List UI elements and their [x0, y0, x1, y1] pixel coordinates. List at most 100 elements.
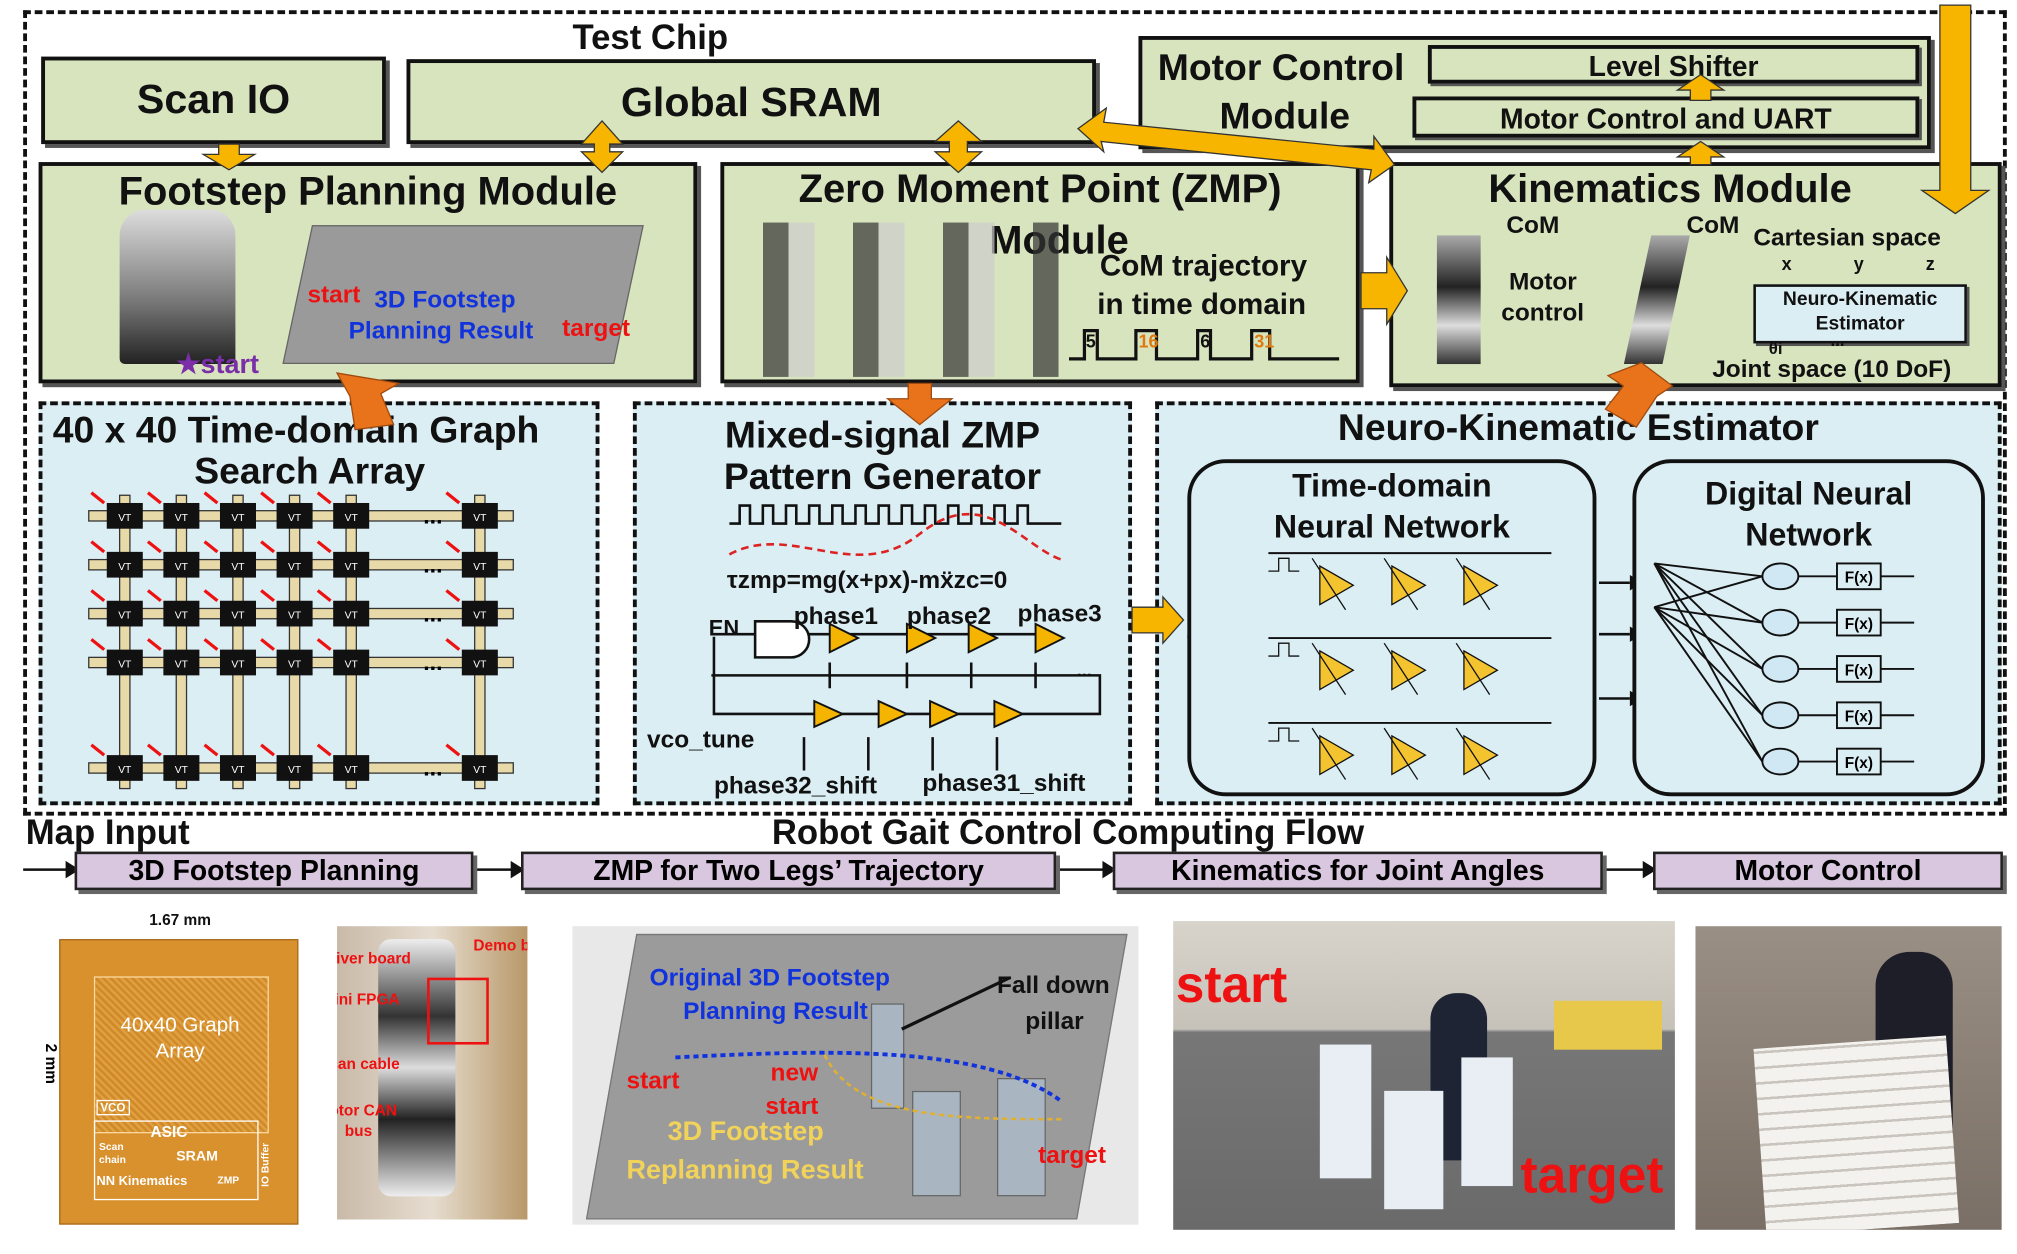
- arrow-bidir: [933, 120, 984, 174]
- level-shifter-label: Level Shifter: [1588, 50, 1759, 83]
- original-plan-label: Original 3D Footstep: [649, 964, 891, 992]
- room-start-label: start: [1175, 957, 1288, 1014]
- motor-control-module: Motor Control Module Level Shifter Motor…: [1138, 36, 1931, 150]
- fx-label: F(x): [1845, 755, 1873, 772]
- phase2-label: phase2: [906, 603, 992, 631]
- red-arrow: [203, 589, 219, 603]
- arrow-down: [200, 143, 258, 171]
- cell-label: VT: [175, 660, 189, 671]
- original-plan-label2: Planning Result: [683, 998, 868, 1026]
- arrow-right: [1360, 255, 1409, 327]
- asic-region: [93, 1120, 259, 1201]
- target-label: target: [562, 315, 631, 343]
- vco-label: VCO: [96, 1099, 130, 1116]
- red-arrow: [203, 743, 219, 757]
- graph-search-array-panel: 40 x 40 Time-domain Graph Search Array V…: [38, 401, 600, 806]
- sram-label: SRAM: [176, 1148, 218, 1165]
- grid-cell: [333, 551, 370, 578]
- array-label: 40x40 Graph: [120, 1014, 240, 1037]
- red-arrow: [445, 589, 461, 603]
- cell-label: VT: [473, 513, 487, 524]
- flow-step-kinematics: Kinematics for Joint Angles: [1112, 851, 1603, 891]
- global-sram-box: Global SRAM: [406, 59, 1097, 145]
- footstep-planning-module: Footstep Planning Module start 3D Footst…: [38, 162, 698, 384]
- pulse-label: 5: [1085, 330, 1096, 352]
- cell-label: VT: [231, 611, 245, 622]
- grid-cell: [333, 649, 370, 676]
- cell-label: VT: [345, 765, 359, 776]
- cell-label: VT: [288, 611, 302, 622]
- td-nn-title: Time-domain: [1292, 468, 1492, 505]
- td-nn-title2: Neural Network: [1273, 509, 1510, 546]
- control-label: control: [1501, 299, 1585, 327]
- vco-tune-label: vco_tune: [647, 726, 755, 754]
- uart-box: Motor Control and UART: [1412, 96, 1920, 138]
- nke-panel: Neuro-Kinematic Estimator Time-domain Ne…: [1155, 401, 2002, 806]
- grid-cell: [333, 502, 370, 529]
- sim-target-label: target: [1038, 1142, 1107, 1170]
- red-arrow: [445, 638, 461, 651]
- grid-cell: [461, 755, 498, 781]
- fx-box: [1836, 655, 1882, 683]
- asic-label: ASIC: [150, 1123, 188, 1142]
- zmp-circuit: [711, 504, 1102, 771]
- room-target-label: target: [1520, 1147, 1664, 1205]
- fx-box: [1836, 608, 1882, 637]
- red-arrow: [316, 638, 332, 651]
- x-label: x: [1781, 253, 1792, 275]
- red-arrow: [203, 638, 219, 651]
- red-arrow: [90, 491, 106, 505]
- red-arrow: [90, 743, 106, 757]
- fx-label: F(x): [1845, 616, 1873, 633]
- zmp-gen-title: Mixed-signal ZMP: [724, 415, 1040, 457]
- arrow-down-big: [1919, 4, 1991, 215]
- grid-wire: [232, 494, 244, 790]
- box-stack: [1384, 1090, 1444, 1210]
- block: [912, 1090, 961, 1197]
- grid-cell: [276, 649, 313, 676]
- grid-wire: [118, 494, 131, 790]
- com-trajectory-label: CoM trajectory: [1099, 248, 1308, 282]
- mini-fpga-label: Mini FPGA: [337, 990, 400, 1009]
- red-arrow: [90, 638, 106, 651]
- cell-label: VT: [473, 660, 487, 671]
- simulation-image: Original 3D Footstep Planning Result Fal…: [572, 926, 1139, 1225]
- new-start-label: new: [770, 1059, 819, 1088]
- chip-zmp-label: ZMP: [217, 1174, 240, 1187]
- robot-body: [378, 939, 456, 1197]
- replan-label2: Replanning Result: [626, 1155, 864, 1185]
- dnn-title2: Network: [1745, 517, 1873, 554]
- grid-wire: [288, 494, 301, 790]
- nn-kinematics-label: NN Kinematics: [96, 1174, 188, 1189]
- cell-label: VT: [231, 765, 245, 776]
- scan-io-box: Scan IO: [41, 56, 386, 145]
- box-stack: [1319, 1044, 1372, 1179]
- cell-label: VT: [473, 562, 487, 573]
- grid-cell: [219, 755, 256, 781]
- red-arrow: [90, 589, 106, 603]
- red-arrow: [90, 540, 106, 554]
- grid-cell: [219, 649, 256, 676]
- com-label: CoM: [1506, 212, 1560, 240]
- cell-label: VT: [345, 611, 359, 622]
- theta-label: θi: [1768, 338, 1783, 358]
- cell-label: VT: [288, 562, 302, 573]
- red-arrow: [146, 491, 162, 505]
- arrow-down-orange: [885, 382, 954, 426]
- sim-paths: [675, 976, 1063, 1121]
- ellipsis: ...: [423, 600, 442, 626]
- joint-space-label: Joint space (10 DoF): [1712, 356, 1952, 384]
- start-purple-label: ★start: [176, 349, 260, 380]
- ellipsis: ...: [423, 503, 442, 529]
- grid-cell: [106, 649, 143, 676]
- grid-cell: [461, 502, 498, 529]
- cell-label: VT: [473, 765, 487, 776]
- grid-wire: [345, 494, 357, 790]
- demo-board-label: Demo board: [473, 936, 527, 955]
- flow-step-footstep: 3D Footstep Planning: [74, 851, 474, 891]
- z-label: z: [1925, 253, 1935, 275]
- dots: ...: [1076, 659, 1092, 681]
- grid-cell: [163, 551, 200, 578]
